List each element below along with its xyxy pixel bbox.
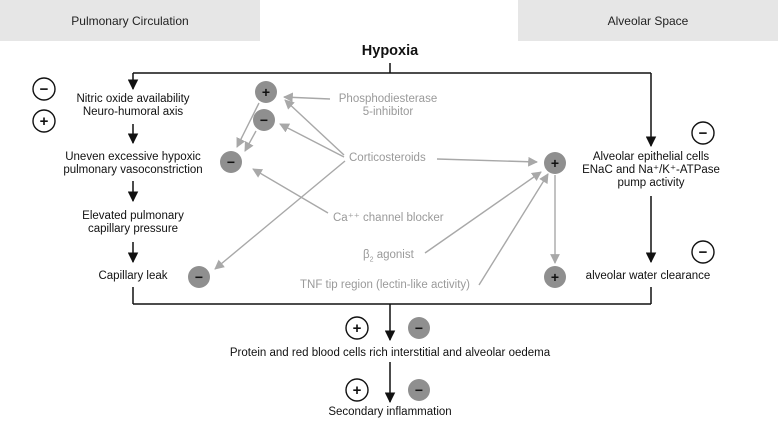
tnf-tip-text: TNF tip region (lectin-like activity) (300, 279, 470, 291)
pcp-line-2: capillary pressure (87, 223, 179, 235)
minus-sign: − (260, 112, 268, 128)
plus-sign: + (551, 269, 559, 285)
filled-sign-circles (188, 81, 566, 401)
plus-circle-inflammation (345, 378, 369, 402)
arrow-cortico-to-alv-plus (436, 156, 538, 167)
water-clearance-label: alveolar water clearance (586, 270, 711, 283)
arrow-cortico-to-plus (284, 99, 345, 156)
plus-circle-oedema (345, 316, 369, 340)
minus-sign: − (415, 382, 423, 398)
alveolar-epithelial-label: Alveolar epithelial cells ENaC and Na⁺/K… (582, 151, 720, 190)
ca-channel-blocker-label: Ca⁺⁺ channel blocker (333, 212, 444, 225)
arrow-tnf-to-alv-plus (478, 173, 549, 286)
capillary-leak-text: Capillary leak (98, 270, 168, 282)
ca-channel-blocker-text: Ca⁺⁺ channel blocker (333, 212, 444, 224)
filled-sign-text: + − − − + + − − (195, 84, 559, 398)
capillary-pressure-label: Elevated pulmonary capillary pressure (82, 210, 184, 236)
pde5-line-2: 5-inhibitor (362, 106, 414, 118)
arrow-plus-to-minus-hpv (236, 102, 260, 148)
alv-line-1: Alveolar epithelial cells (592, 151, 710, 163)
header-pulmonary-circulation: Pulmonary Circulation (0, 0, 260, 41)
merge-bracket (132, 287, 652, 404)
minus-circle-inflammation (408, 379, 430, 401)
minus-circle-cortico (253, 109, 275, 131)
pde5-inhibitor-label: Phosphodiesterase 5-inhibitor (339, 93, 437, 119)
header-left-label: Pulmonary Circulation (71, 13, 189, 28)
arrow-cortico-to-leak (214, 160, 346, 270)
corticosteroids-text: Corticosteroids (349, 152, 426, 164)
plus-circle-alveolar (544, 152, 566, 174)
plus-circle-neuro (32, 109, 56, 133)
hypoxia-branch-lines (127, 63, 657, 148)
arrow-ca-to-hpv (252, 168, 329, 214)
pcp-line-1: Elevated pulmonary (82, 210, 184, 222)
plus-sign: + (40, 113, 49, 130)
arrow-pde5-to-plus (283, 92, 331, 103)
therapy-arrows (214, 92, 560, 286)
minus-sign: − (699, 244, 708, 261)
plus-sign: + (262, 84, 270, 100)
plus-sign: + (353, 320, 362, 337)
hpv-line-2: pulmonary vasoconstriction (63, 164, 203, 176)
capillary-leak-label: Capillary leak (98, 270, 167, 283)
alv-line-2: ENaC and Na⁺/K⁺-ATPase (582, 164, 720, 176)
hollow-sign-text: − + − − + + (40, 81, 708, 399)
plus-circle-clearance (544, 266, 566, 288)
arrow-beta2-to-alv-plus (424, 171, 542, 254)
minus-circle-hpv (220, 151, 242, 173)
beta2-agonist-label: β2 agonist (363, 249, 414, 264)
hypoxia-title: Hypoxia (361, 43, 419, 59)
nitric-oxide-line: Nitric oxide availability (76, 93, 190, 105)
minus-sign: − (699, 125, 708, 142)
plus-circle-pde5 (255, 81, 277, 103)
agonist-text: agonist (373, 249, 414, 261)
nitric-oxide-label: Nitric oxide availability Neuro-humoral … (76, 93, 189, 119)
minus-circle-oedema (408, 317, 430, 339)
minus-sign: − (40, 81, 49, 98)
minus-circle-leak (188, 266, 210, 288)
beta-subscript: 2 (369, 256, 374, 264)
secondary-inflammation-label: Secondary inflammation (328, 406, 451, 419)
minus-sign: − (415, 320, 423, 336)
hypoxic-vasoconstriction-label: Uneven excessive hypoxic pulmonary vasoc… (63, 151, 202, 177)
inflammation-text: Secondary inflammation (328, 406, 452, 418)
minus-sign: − (195, 269, 203, 285)
alv-line-3: pump activity (617, 177, 685, 189)
arrow-cortico-to-minus2 (279, 123, 345, 158)
minus-circle-clearance (691, 240, 715, 264)
minus-circle-alveolar (691, 121, 715, 145)
oedema-label: Protein and red blood cells rich interst… (230, 347, 550, 360)
tnf-tip-label: TNF tip region (lectin-like activity) (300, 279, 470, 292)
oedema-text: Protein and red blood cells rich interst… (229, 347, 551, 359)
corticosteroids-label: Corticosteroids (349, 152, 426, 165)
hpv-line-1: Uneven excessive hypoxic (65, 151, 201, 163)
minus-circle-no (32, 77, 56, 101)
hollow-sign-circles (32, 77, 715, 402)
minus-sign: − (227, 154, 235, 170)
plus-sign: + (551, 155, 559, 171)
neuro-humoral-line: Neuro-humoral axis (82, 106, 184, 118)
arrow-minus2-to-minus-hpv (244, 130, 257, 152)
pde5-line-1: Phosphodiesterase (338, 93, 438, 105)
water-clearance-text: alveolar water clearance (585, 270, 711, 282)
header-alveolar-space: Alveolar Space (518, 0, 778, 41)
header-right-label: Alveolar Space (607, 13, 689, 28)
plus-sign: + (353, 382, 362, 399)
beta-symbol: β (363, 249, 370, 261)
